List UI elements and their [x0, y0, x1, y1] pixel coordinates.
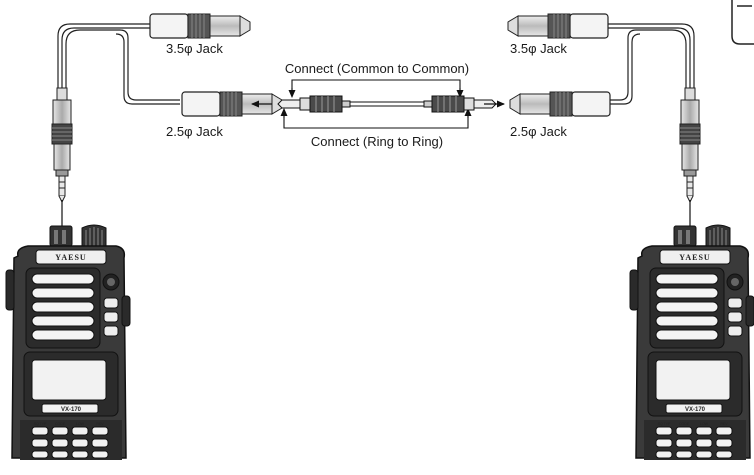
- left-radio-key-label: LOW: [76, 422, 85, 426]
- page-corner-tab: [731, 0, 754, 45]
- left-radio: YAESU VX-170 SQ TYP CODE LOW REV: [5, 224, 131, 461]
- right-vertical-plug: [679, 87, 701, 203]
- left-radio-key-label: SQ TYP: [34, 422, 47, 426]
- patch-cable: [277, 79, 497, 129]
- right-radio-key-label: CODE: [679, 422, 690, 426]
- left-3.5-jack: [149, 13, 251, 39]
- right-2.5-jack-label: 2.5φ Jack: [510, 124, 567, 139]
- left-radio-brand: YAESU: [55, 253, 86, 262]
- right-radio-key-label: SQ TYP: [658, 422, 671, 426]
- left-vertical-plug: [51, 87, 73, 203]
- left-2.5-jack-label: 2.5φ Jack: [166, 124, 223, 139]
- right-radio-key-label: REV: [720, 422, 728, 426]
- right-3.5-jack: [507, 13, 609, 39]
- left-radio-key-label: CODE: [55, 422, 66, 426]
- left-3.5-jack-label: 3.5φ Jack: [166, 41, 223, 56]
- left-radio-key-label: REV: [96, 422, 104, 426]
- right-radio-brand: YAESU: [679, 253, 710, 262]
- right-radio: YAESU VX-170 SQ TYP CODE LOW REV: [629, 224, 754, 461]
- left-radio-model: VX-170: [61, 407, 82, 413]
- right-2.5-jack: [509, 91, 611, 117]
- connect-common-label: Connect (Common to Common): [285, 61, 469, 76]
- connect-ring-label: Connect (Ring to Ring): [311, 134, 443, 149]
- left-cable-assembly: [51, 13, 283, 203]
- right-cable-assembly: [507, 13, 701, 203]
- right-3.5-jack-label: 3.5φ Jack: [510, 41, 567, 56]
- right-radio-key-label: LOW: [700, 422, 709, 426]
- right-radio-model: VX-170: [685, 407, 706, 413]
